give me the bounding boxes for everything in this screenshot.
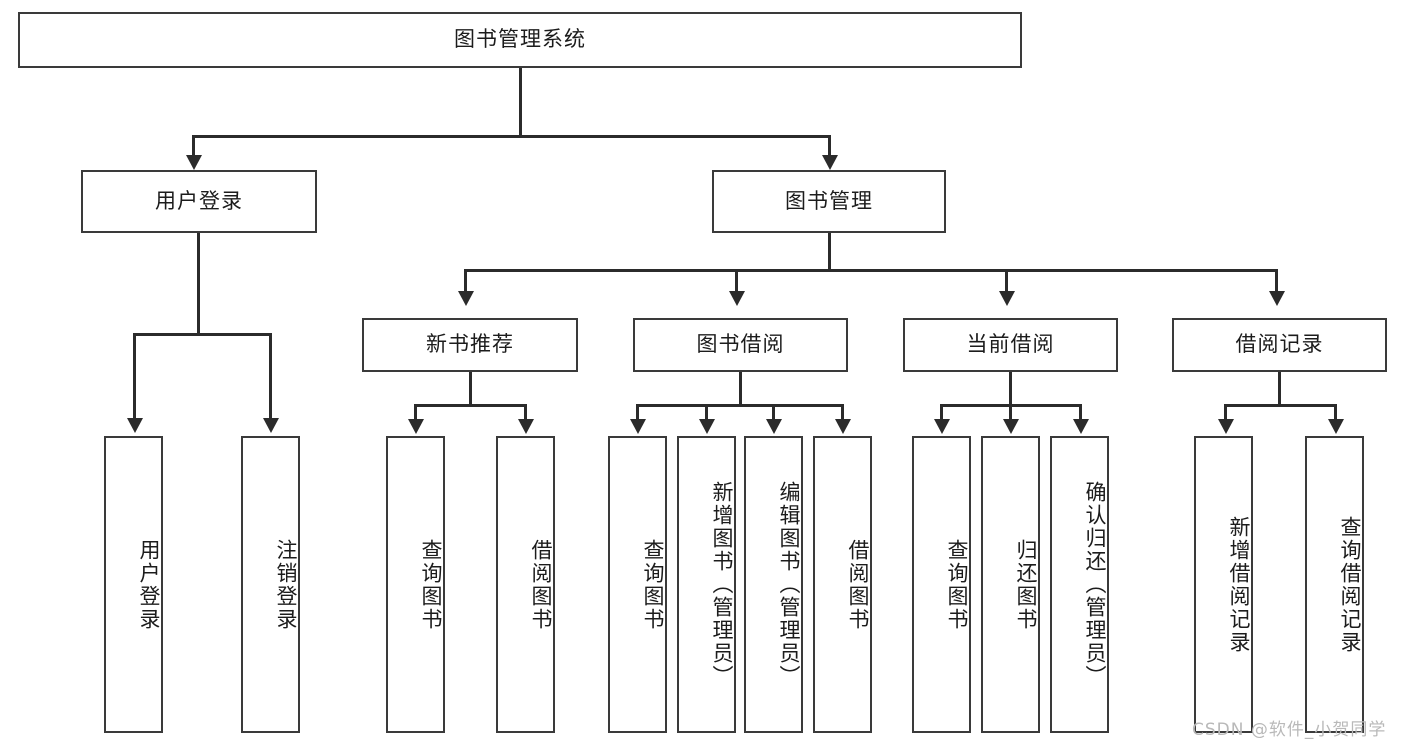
arrow-new-book-to-leaf-1 [408,419,424,434]
arrow-root-to-book-manage [822,155,838,170]
arrow-current-borrow-to-leaf-1 [934,419,950,434]
leaf-book-borrow-add-book-admin[interactable]: 新增图书（管理员） [677,436,736,733]
leaf-current-borrow-query-books[interactable]: 查询图书 [912,436,971,733]
edge-root-bar [192,135,831,138]
leaf-label: 借阅图书 [846,538,870,631]
edge-user-login-stem [197,233,200,335]
edge-current-borrow-to-leaf-3 [1079,404,1082,422]
arrow-book-borrow-to-leaf-3 [766,419,782,434]
arrow-book-manage-to-new-book [458,291,474,306]
leaf-book-borrow-borrow-books[interactable]: 借阅图书 [813,436,872,733]
csdn-watermark: CSDN @软件_小贺同学 [1192,720,1387,740]
leaf-user-login-logout[interactable]: 注销登录 [241,436,300,733]
arrow-borrow-record-to-leaf-1 [1218,419,1234,434]
arrow-book-manage-to-current-borrow [999,291,1015,306]
leaf-label: 借阅图书 [529,538,553,631]
arrow-current-borrow-to-leaf-3 [1073,419,1089,434]
arrow-user-login-to-leaf-2 [263,418,279,433]
edge-new-book-stem [469,372,472,406]
edge-book-borrow-to-leaf-3 [772,404,775,422]
edge-current-borrow-stem [1009,372,1012,406]
arrow-book-manage-to-book-borrow [729,291,745,306]
edge-book-manage-bar [464,269,1278,272]
edge-new-book-to-leaf-1 [414,404,417,422]
leaf-label: 确认归还（管理员） [1083,481,1107,688]
node-root-system[interactable]: 图书管理系统 [18,12,1022,68]
arrow-borrow-record-to-leaf-2 [1328,419,1344,434]
leaf-label: 编辑图书（管理员） [777,481,801,688]
node-borrow-record[interactable]: 借阅记录 [1172,318,1387,372]
leaf-label: 查询图书 [419,538,443,631]
edge-current-borrow-to-leaf-2 [1009,404,1012,422]
node-book-management[interactable]: 图书管理 [712,170,946,233]
edge-book-borrow-stem [739,372,742,406]
edge-user-login-to-leaf-1 [133,333,136,421]
edge-book-borrow-to-leaf-4 [841,404,844,422]
edge-book-manage-stem [828,233,831,271]
edge-current-borrow-to-leaf-1 [940,404,943,422]
leaf-label: 新增图书（管理员） [710,481,734,688]
edge-borrow-record-to-leaf-2 [1334,404,1337,422]
edge-user-login-to-leaf-2 [269,333,272,421]
leaf-label: 新增借阅记录 [1227,515,1251,654]
leaf-label: 归还图书 [1014,538,1038,631]
edge-book-manage-to-borrow-record [1275,269,1278,295]
arrow-book-borrow-to-leaf-4 [835,419,851,434]
leaf-label: 注销登录 [274,538,298,631]
edge-root-to-user-login [192,135,195,160]
leaf-book-borrow-query-books[interactable]: 查询图书 [608,436,667,733]
edge-book-borrow-to-leaf-2 [705,404,708,422]
edge-root-to-book-manage [828,135,831,160]
leaf-label: 查询图书 [945,538,969,631]
edge-borrow-record-to-leaf-1 [1224,404,1227,422]
leaf-borrow-record-query-record[interactable]: 查询借阅记录 [1305,436,1364,733]
edge-user-login-bar [133,333,272,336]
edge-new-book-to-leaf-2 [524,404,527,422]
edge-book-borrow-to-leaf-1 [636,404,639,422]
arrow-book-borrow-to-leaf-1 [630,419,646,434]
leaf-label: 查询图书 [641,538,665,631]
arrow-book-borrow-to-leaf-2 [699,419,715,434]
edge-borrow-record-stem [1278,372,1281,406]
edge-book-manage-to-new-book [464,269,467,295]
leaf-new-book-query-books[interactable]: 查询图书 [386,436,445,733]
leaf-book-borrow-edit-book-admin[interactable]: 编辑图书（管理员） [744,436,803,733]
arrow-book-manage-to-borrow-record [1269,291,1285,306]
edge-book-manage-to-current-borrow [1005,269,1008,295]
leaf-borrow-record-add-record[interactable]: 新增借阅记录 [1194,436,1253,733]
edge-root-stem [519,68,522,137]
leaf-user-login-login[interactable]: 用户登录 [104,436,163,733]
node-user-login[interactable]: 用户登录 [81,170,317,233]
node-book-borrow[interactable]: 图书借阅 [633,318,848,372]
arrow-user-login-to-leaf-1 [127,418,143,433]
edge-borrow-record-bar [1224,404,1337,407]
arrow-new-book-to-leaf-2 [518,419,534,434]
node-new-book-recommend[interactable]: 新书推荐 [362,318,578,372]
leaf-label: 用户登录 [137,538,161,631]
edge-new-book-bar [414,404,527,407]
edge-book-manage-to-book-borrow [735,269,738,295]
node-current-borrow[interactable]: 当前借阅 [903,318,1118,372]
leaf-label: 查询借阅记录 [1338,515,1362,654]
leaf-current-borrow-return-books[interactable]: 归还图书 [981,436,1040,733]
leaf-new-book-borrow-books[interactable]: 借阅图书 [496,436,555,733]
edge-book-borrow-bar [636,404,844,407]
leaf-current-borrow-confirm-return-admin[interactable]: 确认归还（管理员） [1050,436,1109,733]
arrow-current-borrow-to-leaf-2 [1003,419,1019,434]
arrow-root-to-user-login [186,155,202,170]
